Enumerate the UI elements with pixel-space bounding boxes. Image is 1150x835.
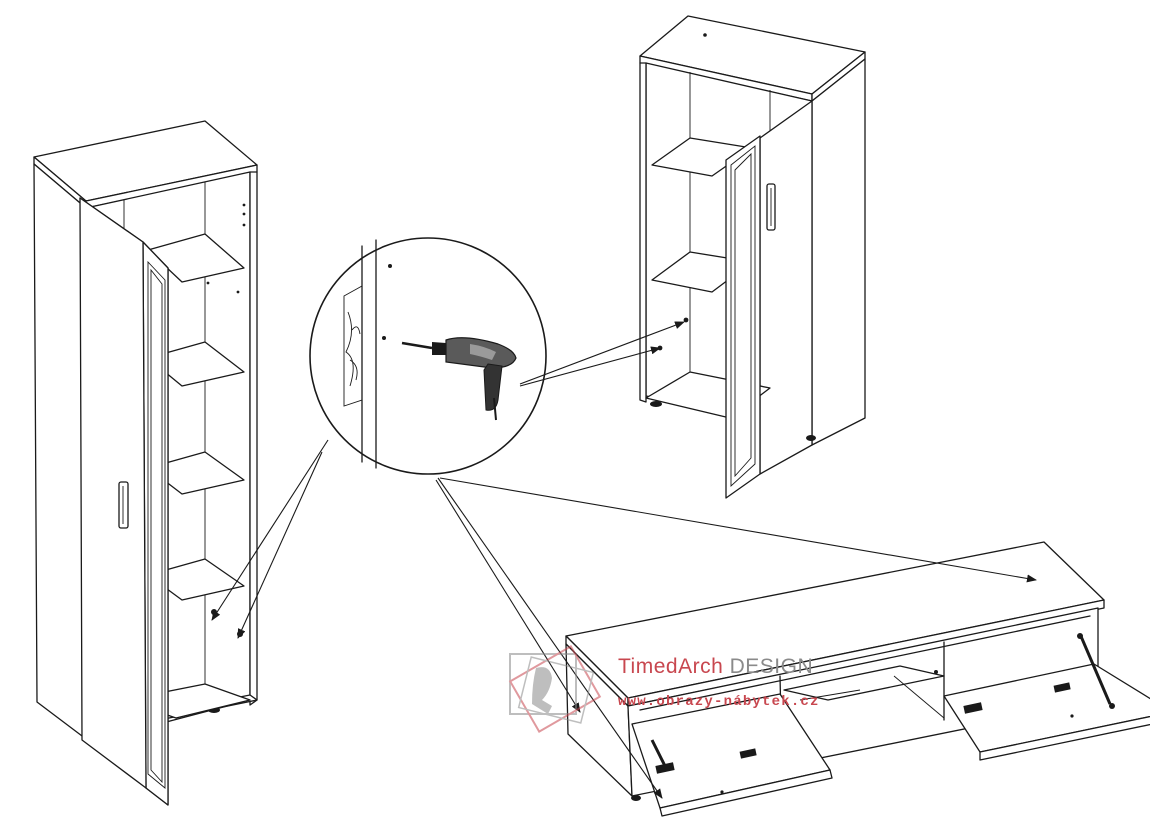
watermark-brand-primary: TimedArch [618,655,724,678]
watermark-brand: TimedArch DESIGN [618,655,813,679]
tall-cabinet [33,120,258,806]
watermark-brand-secondary: DESIGN [729,655,814,678]
instruction-arrows [211,321,1037,799]
hinge-left-1 [650,739,675,774]
chair-logo-icon [508,645,602,733]
drill-icon [401,337,517,421]
zoom-detail-circle [309,237,547,475]
tv-lowboard [565,541,1150,817]
watermark-url: www.obrazy-nábytek.cz [618,694,820,710]
short-cabinet [639,15,866,499]
